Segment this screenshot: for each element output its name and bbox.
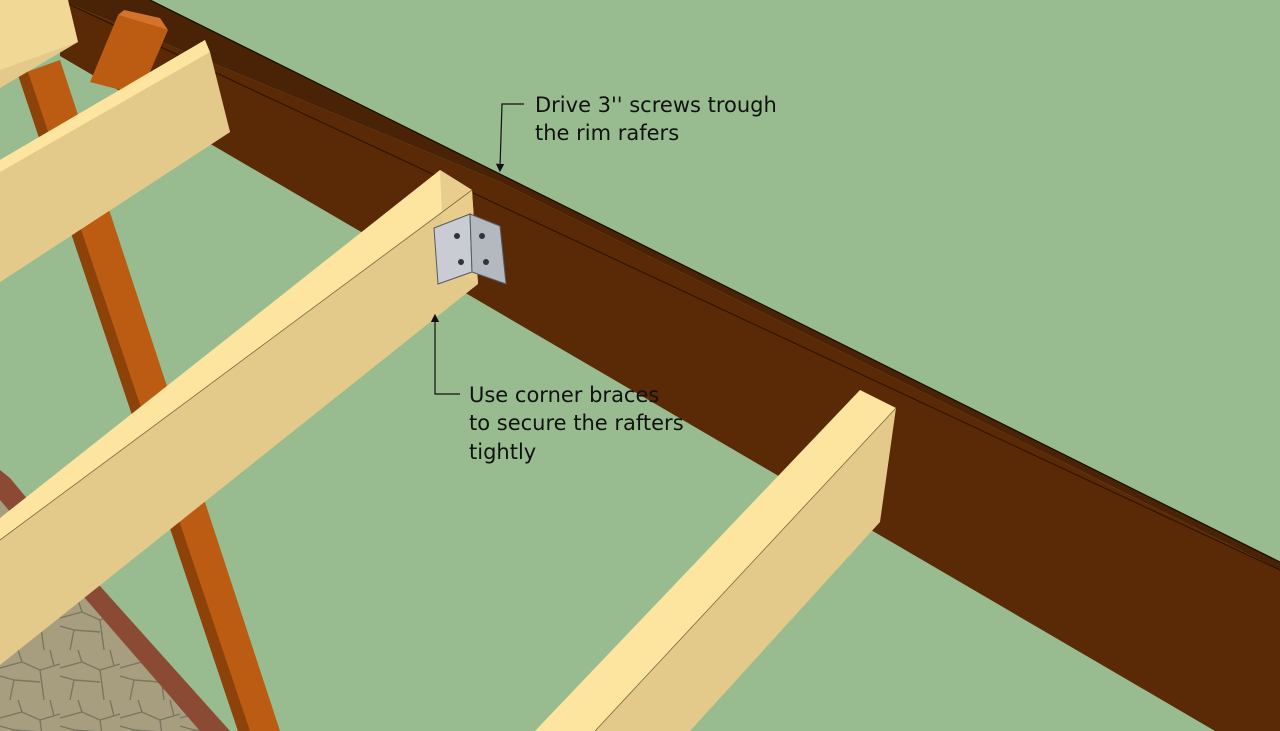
rim-rafter-face <box>60 0 1280 731</box>
callout-braces: Use corner braces to secure the rafters … <box>430 313 684 464</box>
post-left <box>18 60 280 731</box>
callout-screws-line1: Drive 3'' screws trough <box>535 93 777 117</box>
callout-braces-line1: Use corner braces <box>469 383 659 407</box>
screw-hole <box>483 259 489 265</box>
screw-hole <box>454 233 460 239</box>
callout-screws: Drive 3'' screws trough the rim rafers <box>495 93 777 173</box>
rafter-middle-side <box>0 190 478 665</box>
callout-screws-line2: the rim rafers <box>535 121 679 145</box>
rafter-stub-top-left <box>0 0 78 88</box>
screw-hole <box>479 233 485 239</box>
rafter-left <box>0 40 230 282</box>
screw-hole <box>458 259 464 265</box>
rafter-right-top <box>535 390 896 731</box>
leader-line-screws <box>495 103 524 173</box>
corner-brace-bracket <box>433 213 507 285</box>
rafter-right <box>535 390 897 731</box>
leader-line-braces <box>430 313 460 395</box>
rafter-left-side <box>0 52 230 282</box>
callout-braces-line3: tightly <box>469 440 536 464</box>
callout-braces-line2: to secure the rafters <box>469 411 684 435</box>
rim-rafter <box>59 0 1280 731</box>
rafter-middle-top <box>0 170 472 540</box>
